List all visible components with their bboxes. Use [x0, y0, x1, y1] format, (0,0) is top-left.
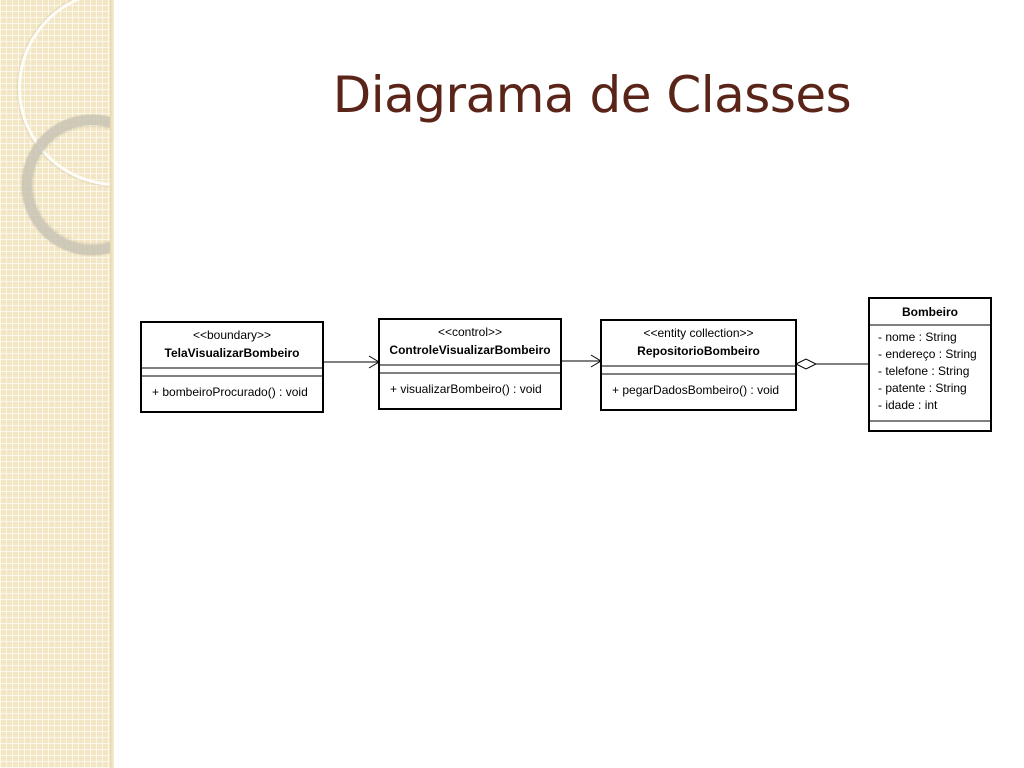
decorative-ring: [22, 115, 114, 255]
relation-aggregation: [794, 358, 869, 370]
class-operation: + pegarDadosBombeiro() : void: [612, 383, 779, 397]
class-box: [600, 319, 797, 411]
class-attribute: - idade : int: [878, 398, 938, 412]
open-arrowhead: [590, 354, 602, 368]
class-name: TelaVisualizarBombeiro: [165, 346, 300, 360]
class-name: ControleVisualizarBombeiro: [389, 343, 550, 357]
class-attribute: - nome : String: [878, 330, 957, 344]
class-stereotype: <<entity collection>>: [643, 326, 753, 340]
class-name: Bombeiro: [902, 305, 958, 319]
class-name: RepositorioBombeiro: [637, 344, 760, 358]
side-strip-edge: [110, 0, 114, 768]
class-box: [868, 297, 992, 432]
slide-title: Diagrama de Classes: [332, 66, 852, 124]
class-stereotype: <<boundary>>: [193, 328, 271, 342]
aggregation-diamond: [794, 358, 818, 370]
class-stereotype: <<control>>: [438, 325, 502, 339]
class-box: [140, 321, 324, 413]
class-bombeiro: Bombeiro - nome : String - endereço : Stri…: [868, 297, 992, 432]
relation-association-navigable: [323, 355, 380, 369]
class-attribute: - endereço : String: [878, 347, 977, 361]
class-operation: + bombeiroProcurado() : void: [152, 385, 308, 399]
relation-association-navigable: [561, 354, 602, 368]
class-operation: + visualizarBombeiro() : void: [390, 382, 542, 396]
class-tela: <<boundary>> TelaVisualizarBombeiro + bomb…: [140, 321, 324, 413]
class-repositorio: <<entity collection>> RepositorioBombeiro…: [600, 319, 797, 411]
class-box: [378, 318, 562, 410]
class-controle: <<control>> ControleVisualizarBombeiro + v…: [378, 318, 562, 410]
class-attribute: - patente : String: [878, 381, 967, 395]
open-arrowhead: [368, 355, 380, 369]
decorative-side-strip: [0, 0, 114, 768]
class-attribute: - telefone : String: [878, 364, 969, 378]
